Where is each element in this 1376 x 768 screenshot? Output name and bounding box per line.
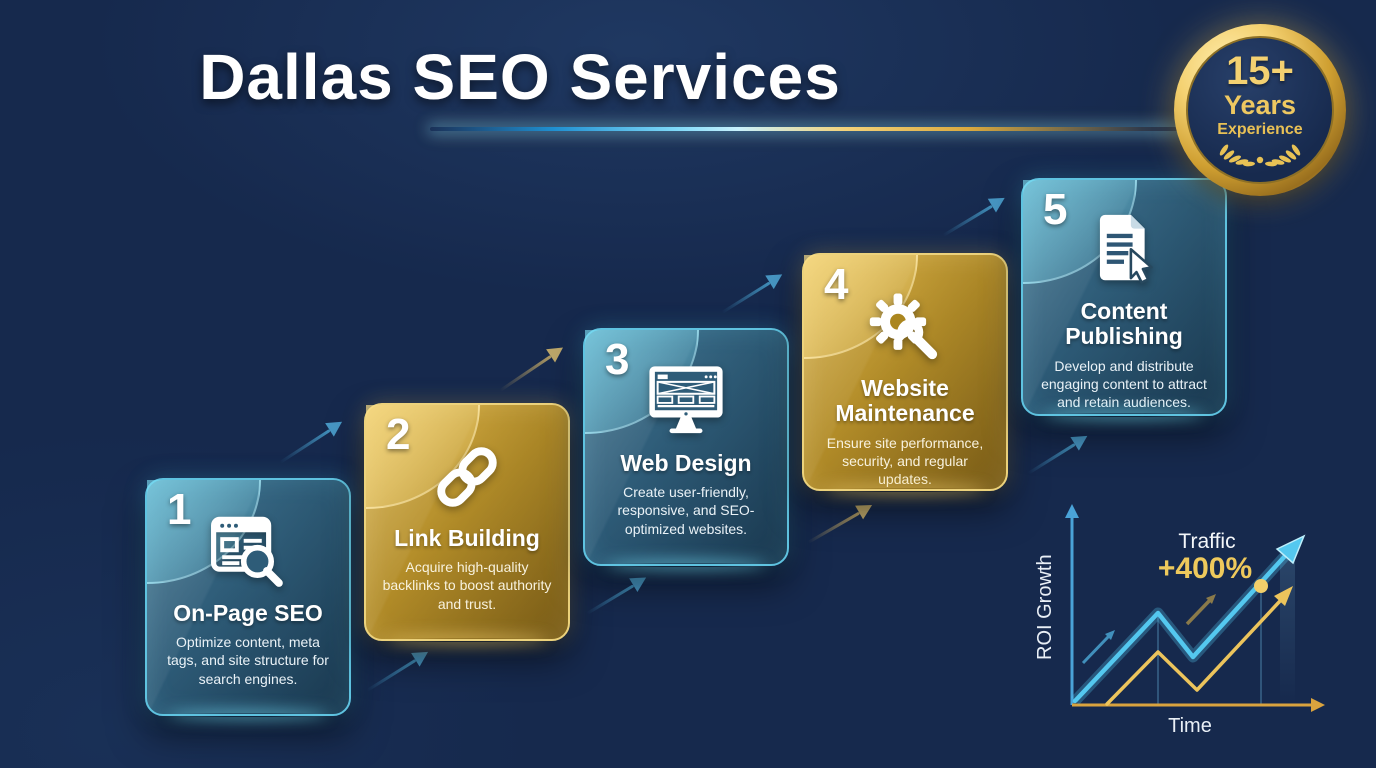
browser-search-icon [205, 508, 291, 596]
step-description: Develop and distribute engaging content … [1041, 357, 1207, 410]
roi-growth-chart: ROI Growth Time Traffic +400% [1035, 504, 1325, 737]
chain-link-icon [423, 433, 511, 521]
step-title: Website Maintenance [835, 375, 975, 427]
traffic-annotation-label: Traffic [1178, 530, 1235, 553]
traffic-line-series [1072, 553, 1288, 704]
document-cursor-icon [1081, 208, 1167, 294]
connector-arrow-icon [942, 191, 1009, 237]
monitor-wireframe-icon [640, 358, 732, 446]
step-title: Link Building [394, 525, 540, 551]
small-arrow-icon [1081, 630, 1115, 665]
step-card-web-design: 3 W [583, 328, 789, 566]
x-axis-arrowhead-icon [1311, 698, 1325, 712]
step-number: 1 [167, 485, 192, 534]
step-card-on-page-seo: 1 On-Page SEO Optimize content, meta tag… [145, 478, 351, 716]
connector-arrow-icon [499, 340, 568, 392]
step-title: On-Page SEO [173, 600, 323, 626]
small-arrow-icon [1185, 594, 1216, 626]
step-number: 4 [824, 260, 849, 309]
connector-arrow-icon [279, 414, 347, 464]
x-axis-label: Time [1168, 715, 1212, 737]
roi-line-series [1105, 599, 1282, 706]
connector-arrow-icon [366, 645, 433, 692]
step-number: 5 [1043, 185, 1068, 234]
connector-arrow-icon [807, 498, 877, 544]
experience-badge-inner: 15+ Years Experience [1186, 36, 1334, 184]
traffic-line-arrowhead-icon [1275, 534, 1306, 565]
page-title: Dallas SEO Services [199, 41, 841, 113]
step-card-website-maintenance: 4 [802, 253, 1008, 491]
step-card-content-publishing: 5 Content Publishing Develop and distrib… [1021, 178, 1227, 416]
title-underline-glow [430, 127, 1200, 131]
y-axis-label: ROI Growth [1035, 554, 1056, 660]
step-description: Optimize content, meta tags, and site st… [167, 634, 329, 687]
connector-arrow-icon [721, 267, 787, 314]
connector-arrow-icon [586, 570, 651, 615]
step-description: Acquire high-quality backlinks to boost … [382, 559, 552, 612]
gear-wrench-icon [861, 283, 949, 371]
badge-experience-label: Experience [1217, 121, 1303, 139]
traffic-annotation-value: +400% [1158, 552, 1252, 585]
step-title: Web Design [620, 450, 752, 476]
step-number: 2 [386, 410, 411, 459]
step-description: Ensure site performance, security, and r… [826, 434, 984, 487]
connector-arrow-icon [1027, 429, 1092, 475]
highlight-band [1280, 554, 1295, 704]
data-point-marker [1254, 579, 1268, 593]
step-card-link-building: 2 Link Building Acquire high-quality bac… [364, 403, 570, 641]
step-number: 3 [605, 335, 630, 384]
badge-years-label: Years [1223, 89, 1297, 120]
experience-badge: 15+ Years Experience [1174, 24, 1346, 196]
badge-years-value: 15+ [1226, 48, 1294, 93]
step-title: Content Publishing [1065, 298, 1183, 350]
roi-line-arrowhead-icon [1274, 586, 1293, 606]
step-description: Create user-friendly, responsive, and SE… [617, 484, 755, 537]
laurel-icon [1219, 144, 1301, 167]
y-axis-arrowhead-icon [1065, 504, 1079, 518]
